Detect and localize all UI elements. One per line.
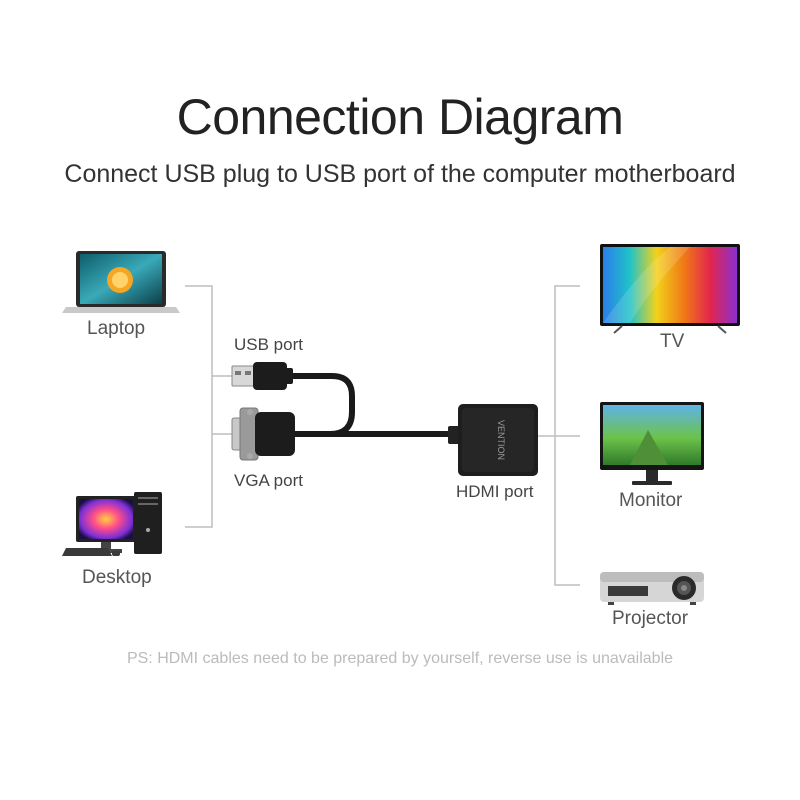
desktop-label: Desktop	[82, 567, 152, 588]
hdmi-port-label: HDMI port	[456, 482, 534, 501]
footnote: PS: HDMI cables need to be prepared by y…	[126, 650, 674, 667]
tv-icon	[600, 244, 740, 334]
usb-port-label: USB port	[234, 335, 303, 354]
projector-label: Projector	[612, 608, 689, 629]
adapter-cable	[287, 373, 465, 437]
left-bracket-lines	[185, 285, 232, 528]
desktop-icon	[62, 492, 162, 556]
vga-port-label: VGA port	[234, 471, 303, 490]
laptop-icon	[62, 251, 180, 313]
usb-plug-icon	[231, 362, 293, 390]
projector-icon	[600, 572, 704, 605]
diagram-subtitle: Connect USB plug to USB port of the comp…	[64, 160, 736, 188]
diagram-title: Connection Diagram	[176, 89, 624, 145]
hdmi-adapter-box: VENTION	[448, 404, 538, 476]
monitor-label: Monitor	[619, 490, 683, 511]
right-bracket-lines	[538, 285, 580, 586]
adapter-brand-text: VENTION	[496, 420, 506, 460]
tv-label: TV	[660, 331, 685, 352]
monitor-icon	[600, 402, 704, 485]
laptop-label: Laptop	[87, 318, 146, 339]
vga-plug-icon	[231, 407, 295, 461]
